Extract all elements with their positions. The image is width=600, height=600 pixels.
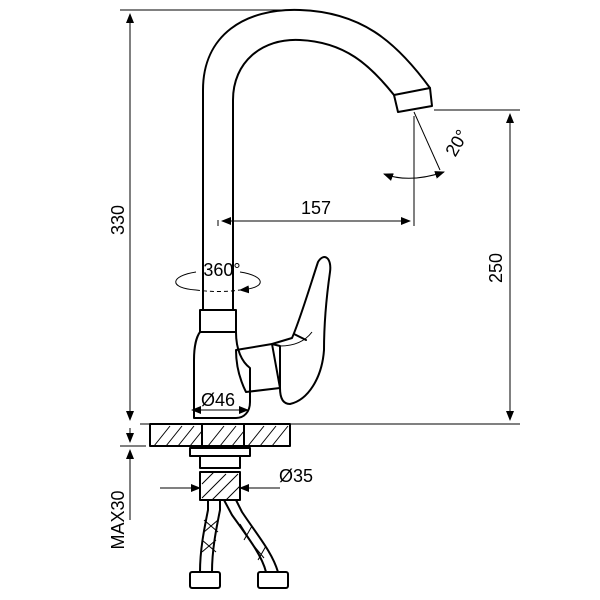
- dimension-max-deck: MAX30: [108, 428, 146, 550]
- dim-360deg-label: 360°: [203, 260, 240, 280]
- mounting-washer: [189, 447, 251, 457]
- dimension-aerator-angle: 20°: [383, 111, 472, 181]
- dimension-shank-diameter: Ø35: [160, 466, 313, 492]
- hose-braid-pattern: [201, 519, 267, 561]
- dimension-swivel: 360°: [175, 260, 261, 294]
- dim-250-label: 250: [486, 253, 506, 283]
- hose-fitting-right: [257, 571, 289, 589]
- aerator-tip: [393, 87, 433, 113]
- dim-330-label: 330: [108, 205, 128, 235]
- supply-hoses: [189, 499, 289, 589]
- hose-right: [223, 499, 267, 573]
- swivel-collar: [199, 309, 237, 333]
- lever-handle: [271, 256, 332, 405]
- dim-35-label: Ø35: [279, 466, 313, 486]
- deck-left: [149, 423, 203, 447]
- dimension-spout-height: 250: [434, 109, 520, 421]
- hose-left-inner: [211, 499, 221, 573]
- lever-detail: [279, 331, 313, 347]
- mounting-shank: [189, 447, 251, 501]
- dimension-total-height: 330: [108, 9, 300, 421]
- lever-pin: [293, 333, 307, 341]
- nut-hatching: [201, 471, 241, 501]
- dim-157-label: 157: [301, 198, 331, 218]
- cartridge-housing: [235, 343, 281, 393]
- dim-46-label: Ø46: [201, 390, 235, 410]
- hose-fitting-left: [189, 571, 221, 589]
- dim-20deg-label: 20°: [441, 126, 472, 160]
- spout-inner-outline: [232, 38, 395, 311]
- deck-hatching: [153, 425, 289, 447]
- mounting-nut: [199, 471, 241, 501]
- hose-left: [199, 499, 209, 573]
- dimension-base-diameter: Ø46: [191, 390, 249, 414]
- hose-right-inner: [235, 499, 279, 573]
- countertop-section: [140, 423, 520, 447]
- dimension-spout-reach: 157: [217, 116, 415, 226]
- threaded-shank: [199, 455, 241, 469]
- dim-max30-label: MAX30: [108, 490, 128, 549]
